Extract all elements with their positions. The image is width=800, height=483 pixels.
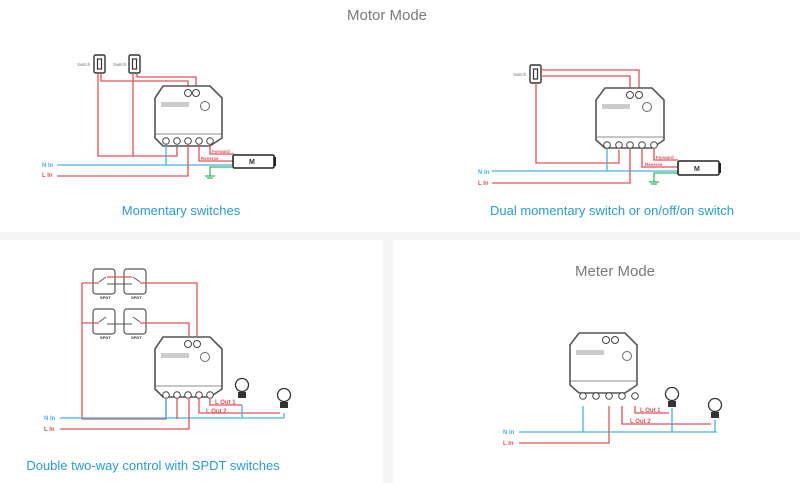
l-in-label: L In [478,181,489,187]
spdt-label: SPDT [100,295,111,300]
motor-mode-panel: Motor Mode Switch Switch [0,0,800,232]
reverse-label: Reverse [201,156,219,161]
momentary-switches-caption: Momentary switches [121,203,241,218]
dual-momentary-switch-diagram: Switch N In L In Forward Reverse M [478,64,721,187]
l-out-2-label: L Out 2 [206,409,227,415]
double-two-way-caption: Double two-way control with SPDT switche… [26,458,280,473]
meter-mode-panel: Meter Mode N In L In L Out 1 L Out 2 [393,240,800,483]
l-out-2-label: L Out 2 [630,419,651,425]
momentary-switches-diagram: Switch Switch N In L In Fo [42,54,276,179]
switch-1-label: Switch [77,62,91,67]
spdt-label: SPDT [131,295,142,300]
n-in-label: N In [478,170,490,176]
light-bulb-2-icon [276,387,292,408]
n-in-label: N In [42,163,54,169]
forward-label: Forward [212,149,230,154]
switch-2-icon [128,54,141,74]
sonoff-device-icon [154,336,223,399]
n-in-label: N In [503,430,515,436]
switch-icon [529,64,542,84]
reverse-label: Reverse [645,162,663,167]
dual-momentary-switch-caption: Dual momentary switch or on/off/on switc… [490,203,734,218]
motor-icon [232,154,276,169]
spdt-label: SPDT [100,335,111,340]
switch-1-icon [93,54,106,74]
spdt-label: SPDT [131,335,142,340]
switch-label: Switch [513,72,527,77]
sonoff-device-icon [595,87,665,149]
light-bulb-2-icon [707,397,723,418]
l-in-label: L In [503,441,514,447]
switch-2-label: Switch [113,62,127,67]
meter-mode-title: Meter Mode [574,263,656,280]
l-in-label: L In [44,427,55,433]
motor-mode-title: Motor Mode [346,7,428,24]
l-out-1-label: L Out 1 [640,408,661,414]
light-bulb-1-icon [664,386,680,407]
l-out-1-label: L Out 1 [215,400,236,406]
l-in-label: L In [42,173,53,179]
double-two-way-panel: SPDT SPDT SPDT SPDT N In L In L Out 1 L [0,240,383,483]
motor-icon [677,160,721,176]
sonoff-device-icon [569,332,639,400]
forward-label: Forward [656,155,674,160]
n-in-label: N In [44,416,56,422]
motor-label: M [249,159,255,166]
motor-label: M [694,166,700,173]
double-two-way-diagram: SPDT SPDT SPDT SPDT N In L In L Out 1 L [44,268,292,433]
meter-mode-diagram: N In L In L Out 1 L Out 2 [503,332,723,447]
spdt-switch-icon [92,268,147,335]
sonoff-device-icon [154,85,223,147]
light-bulb-1-icon [234,377,250,398]
